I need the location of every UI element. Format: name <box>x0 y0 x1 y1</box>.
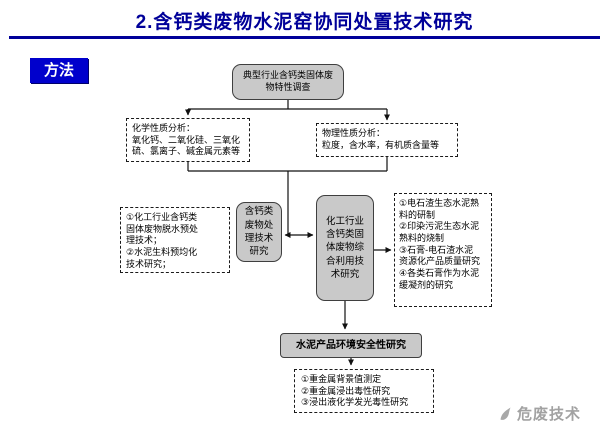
node-physical-analysis: 物理性质分析： 粒度，含水率，有机质含量等 <box>316 123 458 157</box>
method-badge: 方法 <box>30 58 88 83</box>
node-chemical-analysis: 化学性质分析： 氧化钙、二氧化硅、三氧化 硫、氯离子、碱金属元素等 <box>126 118 250 162</box>
node-survey: 典型行业含钙类固体废物特性调查 <box>232 64 344 100</box>
page-title: 2.含钙类废物水泥窑协同处置技术研究 <box>135 12 474 33</box>
title-divider <box>9 36 600 39</box>
flame-logo-icon <box>500 407 511 420</box>
node-comprehensive-utilization: 化工行业含钙类固体废物综合利用技术研究 <box>316 195 374 301</box>
node-safety-tests: ①重金属背景值测定 ②重金属浸出毒性研究 ③浸出液化学发光毒性研究 <box>294 369 434 413</box>
node-utilization-projects: ①电石渣生态水泥熟 料的研制 ②印染污泥生态水泥 熟料的烧制 ③石膏-电石渣水泥… <box>394 193 492 307</box>
watermark-text: 危废技术 <box>517 406 582 423</box>
watermark: 危废技术 <box>497 403 581 424</box>
node-pretreatment-tech: ①化工行业含钙类 固体废物脱水预处 理技术； ②水泥生料预均化 技术研究； <box>120 207 230 273</box>
node-waste-treatment-research: 含钙类废物处理技术研究 <box>236 202 282 262</box>
node-cement-safety: 水泥产品环境安全性研究 <box>280 333 422 358</box>
